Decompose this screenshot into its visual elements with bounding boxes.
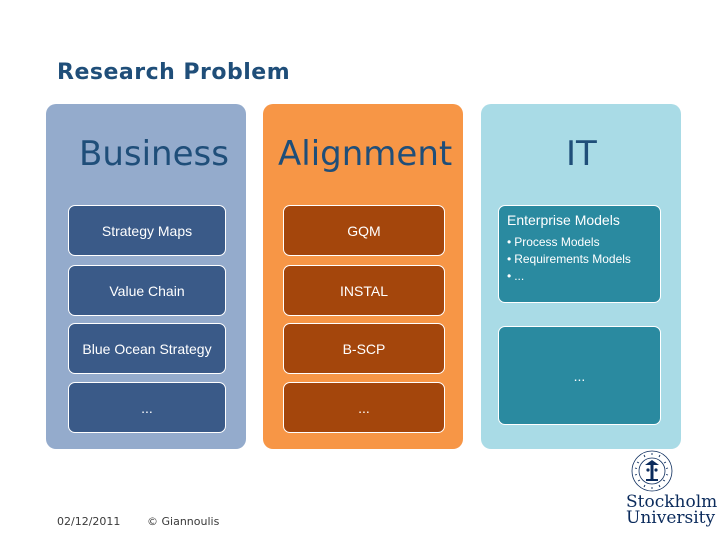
business-item-strategy-maps: Strategy Maps [68,205,226,256]
alignment-heading: Alignment [278,134,453,174]
university-name-line2: University [626,508,716,528]
business-item-more: ... [68,382,226,433]
business-column: Business Strategy Maps Value Chain Blue … [46,104,246,449]
list-item: Requirements Models [507,251,652,268]
business-heading: Business [79,134,229,174]
footer-date: 02/12/2011 [57,515,121,528]
footer-copyright: © Giannoulis [147,515,220,528]
enterprise-models-list: Process Models Requirements Models ... [507,234,652,285]
university-logo: Stockholm University [626,448,718,528]
list-item: ... [507,268,652,285]
business-item-value-chain: Value Chain [68,265,226,316]
business-item-blue-ocean: Blue Ocean Strategy [68,323,226,374]
slide-title: Research Problem [57,60,291,85]
enterprise-models-box: Enterprise Models Process Models Require… [498,205,661,303]
alignment-item-bscp: B-SCP [283,323,445,374]
it-column: IT Enterprise Models Process Models Requ… [481,104,681,449]
university-name: Stockholm University [626,492,718,528]
alignment-item-gqm: GQM [283,205,445,256]
alignment-column: Alignment GQM INSTAL B-SCP ... [263,104,463,449]
enterprise-models-title: Enterprise Models [507,212,620,228]
it-more-box: ... [498,326,661,425]
university-name-line1: Stockholm [626,492,718,512]
list-item: Process Models [507,234,652,251]
it-more-text: ... [573,367,586,384]
university-seal-icon [631,450,673,492]
alignment-item-instal: INSTAL [283,265,445,316]
alignment-item-more: ... [283,382,445,433]
it-heading: IT [566,134,597,174]
